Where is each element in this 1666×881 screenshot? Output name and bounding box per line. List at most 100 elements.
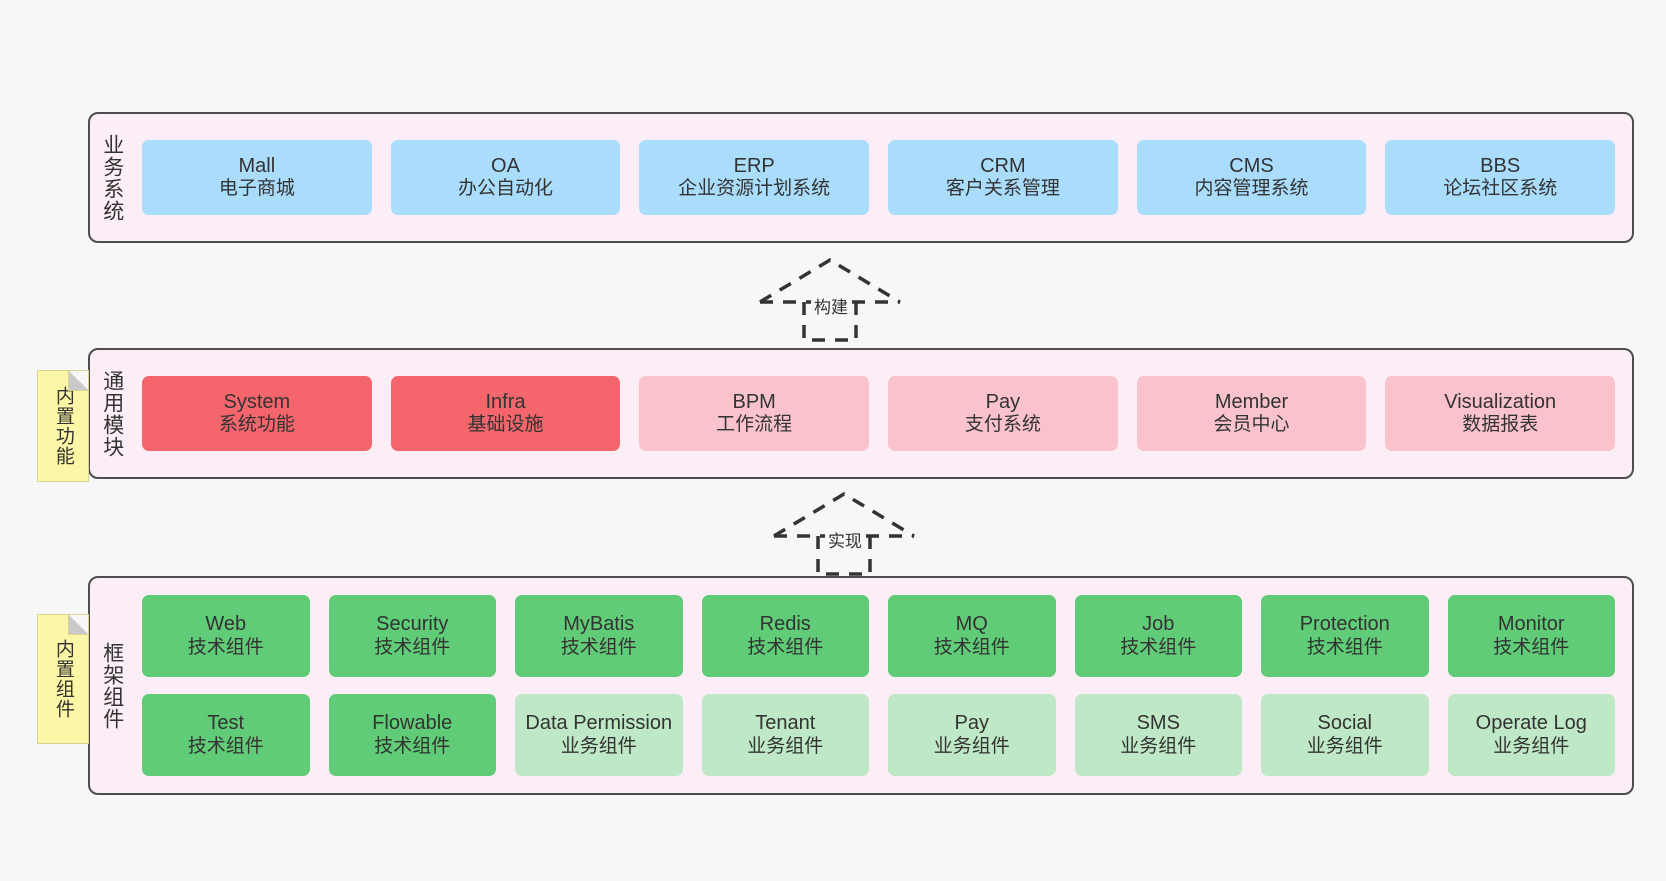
card-subtitle: 客户关系管理 bbox=[945, 178, 1060, 200]
card-title: CMS bbox=[1229, 154, 1274, 177]
card-title: Protection bbox=[1299, 613, 1390, 635]
card-subtitle: 企业资源计划系统 bbox=[678, 178, 831, 200]
card-title: Pay bbox=[954, 712, 989, 734]
card-monitor[interactable]: Monitor 技术组件 bbox=[1447, 595, 1615, 677]
card-member[interactable]: Member 会员中心 bbox=[1136, 376, 1367, 451]
card-subtitle: 业务组件 bbox=[747, 735, 824, 757]
card-tenant[interactable]: Tenant 业务组件 bbox=[701, 694, 869, 776]
card-visualization[interactable]: Visualization 数据报表 bbox=[1385, 376, 1616, 451]
card-social[interactable]: Social 业务组件 bbox=[1261, 694, 1429, 776]
card-web[interactable]: Web 技术组件 bbox=[142, 595, 310, 677]
card-subtitle: 业务组件 bbox=[1306, 735, 1383, 757]
card-title: Visualization bbox=[1444, 390, 1557, 413]
layer-framework-components-body: Web 技术组件 Security 技术组件 MyBatis 技术组件 Redi… bbox=[134, 578, 1632, 793]
card-title: MQ bbox=[955, 613, 988, 635]
card-subtitle: 系统功能 bbox=[218, 414, 295, 436]
layer-framework-components-label: 框架组件 bbox=[100, 641, 124, 730]
card-subtitle: 技术组件 bbox=[187, 636, 264, 658]
layer-common-modules-label: 通用模块 bbox=[100, 369, 124, 458]
card-title: Operate Log bbox=[1475, 712, 1587, 734]
layer-business-system-label: 业务系统 bbox=[100, 133, 124, 222]
card-data-permission[interactable]: Data Permission 业务组件 bbox=[515, 694, 683, 776]
card-erp[interactable]: ERP 企业资源计划系统 bbox=[639, 140, 870, 215]
card-title: Mall bbox=[238, 154, 276, 177]
card-title: Infra bbox=[485, 390, 526, 413]
framework-tech-row: Web 技术组件 Security 技术组件 MyBatis 技术组件 Redi… bbox=[142, 595, 1615, 677]
layer-business-system: 业务系统 Mall 电子商城 OA 办公自动化 ERP 企业资源计划系统 CRM… bbox=[88, 112, 1634, 243]
card-cms[interactable]: CMS 内容管理系统 bbox=[1136, 140, 1367, 215]
card-title: Web bbox=[205, 613, 247, 635]
card-subtitle: 业务组件 bbox=[1120, 735, 1197, 757]
card-redis[interactable]: Redis 技术组件 bbox=[701, 595, 869, 677]
card-subtitle: 内容管理系统 bbox=[1194, 178, 1309, 200]
arrow-build-label: 构建 bbox=[811, 292, 851, 319]
card-title: Test bbox=[207, 712, 245, 734]
card-pay[interactable]: Pay 支付系统 bbox=[888, 376, 1118, 451]
card-title: Redis bbox=[759, 613, 811, 635]
card-title: Pay bbox=[985, 390, 1021, 413]
card-title: CRM bbox=[980, 154, 1026, 177]
arrow-implement-label: 实现 bbox=[825, 526, 865, 553]
card-security[interactable]: Security 技术组件 bbox=[328, 595, 496, 677]
layer-common-modules: 通用模块 System 系统功能 Infra 基础设施 BPM 工作流程 Pay… bbox=[88, 348, 1634, 479]
card-subtitle: 技术组件 bbox=[1120, 636, 1197, 658]
card-subtitle: 技术组件 bbox=[374, 636, 451, 658]
card-subtitle: 业务组件 bbox=[933, 735, 1010, 757]
card-title: MyBatis bbox=[563, 613, 635, 635]
framework-business-row: Test 技术组件 Flowable 技术组件 Data Permission … bbox=[142, 694, 1615, 776]
card-subtitle: 办公自动化 bbox=[458, 178, 554, 200]
card-system[interactable]: System 系统功能 bbox=[142, 376, 372, 451]
card-mall[interactable]: Mall 电子商城 bbox=[142, 140, 372, 215]
card-subtitle: 论坛社区系统 bbox=[1443, 178, 1558, 200]
card-subtitle: 技术组件 bbox=[747, 636, 824, 658]
business-card-row: Mall 电子商城 OA 办公自动化 ERP 企业资源计划系统 CRM 客户关系… bbox=[142, 140, 1616, 215]
card-subtitle: 电子商城 bbox=[218, 178, 295, 200]
card-subtitle: 技术组件 bbox=[560, 636, 637, 658]
card-title: BBS bbox=[1480, 154, 1521, 177]
card-flowable[interactable]: Flowable 技术组件 bbox=[328, 694, 496, 776]
card-subtitle: 技术组件 bbox=[187, 735, 264, 757]
card-job[interactable]: Job 技术组件 bbox=[1074, 595, 1242, 677]
card-subtitle: 技术组件 bbox=[1306, 636, 1383, 658]
card-crm[interactable]: CRM 客户关系管理 bbox=[888, 140, 1118, 215]
card-subtitle: 会员中心 bbox=[1213, 414, 1290, 436]
card-title: ERP bbox=[733, 154, 775, 177]
note-builtin-components: 内置组件 bbox=[37, 614, 89, 744]
card-bbs[interactable]: BBS 论坛社区系统 bbox=[1385, 140, 1616, 215]
card-title: Monitor bbox=[1497, 613, 1565, 635]
card-title: Flowable bbox=[372, 712, 453, 734]
card-mq[interactable]: MQ 技术组件 bbox=[888, 595, 1056, 677]
card-subtitle: 技术组件 bbox=[374, 735, 451, 757]
card-oa[interactable]: OA 办公自动化 bbox=[390, 140, 621, 215]
card-operate-log[interactable]: Operate Log 业务组件 bbox=[1447, 694, 1615, 776]
card-bpm[interactable]: BPM 工作流程 bbox=[639, 376, 870, 451]
card-title: Tenant bbox=[755, 712, 816, 734]
card-protection[interactable]: Protection 技术组件 bbox=[1261, 595, 1429, 677]
card-sms[interactable]: SMS 业务组件 bbox=[1074, 694, 1242, 776]
card-infra[interactable]: Infra 基础设施 bbox=[390, 376, 621, 451]
card-title: System bbox=[223, 390, 291, 413]
card-subtitle: 数据报表 bbox=[1462, 414, 1539, 436]
layer-common-modules-body: System 系统功能 Infra 基础设施 BPM 工作流程 Pay 支付系统… bbox=[134, 350, 1632, 477]
card-title: OA bbox=[491, 154, 520, 177]
layer-business-system-body: Mall 电子商城 OA 办公自动化 ERP 企业资源计划系统 CRM 客户关系… bbox=[134, 114, 1632, 241]
card-subtitle: 基础设施 bbox=[467, 414, 544, 436]
card-test[interactable]: Test 技术组件 bbox=[142, 694, 310, 776]
note-builtin-functions: 内置功能 bbox=[37, 370, 89, 482]
card-title: SMS bbox=[1136, 712, 1180, 734]
card-title: Social bbox=[1317, 712, 1372, 734]
common-card-row: System 系统功能 Infra 基础设施 BPM 工作流程 Pay 支付系统… bbox=[142, 376, 1616, 451]
card-subtitle: 技术组件 bbox=[1493, 636, 1570, 658]
layer-framework-components: 框架组件 Web 技术组件 Security 技术组件 MyBatis 技术组件… bbox=[88, 576, 1634, 795]
card-subtitle: 工作流程 bbox=[716, 414, 793, 436]
card-title: Member bbox=[1214, 390, 1289, 413]
card-title: Security bbox=[376, 613, 449, 635]
card-subtitle: 支付系统 bbox=[964, 414, 1041, 436]
card-title: Data Permission bbox=[525, 712, 673, 734]
card-pay-business[interactable]: Pay 业务组件 bbox=[888, 694, 1056, 776]
card-subtitle: 业务组件 bbox=[1493, 735, 1570, 757]
card-subtitle: 技术组件 bbox=[933, 636, 1010, 658]
card-subtitle: 业务组件 bbox=[560, 735, 637, 757]
card-mybatis[interactable]: MyBatis 技术组件 bbox=[515, 595, 683, 677]
